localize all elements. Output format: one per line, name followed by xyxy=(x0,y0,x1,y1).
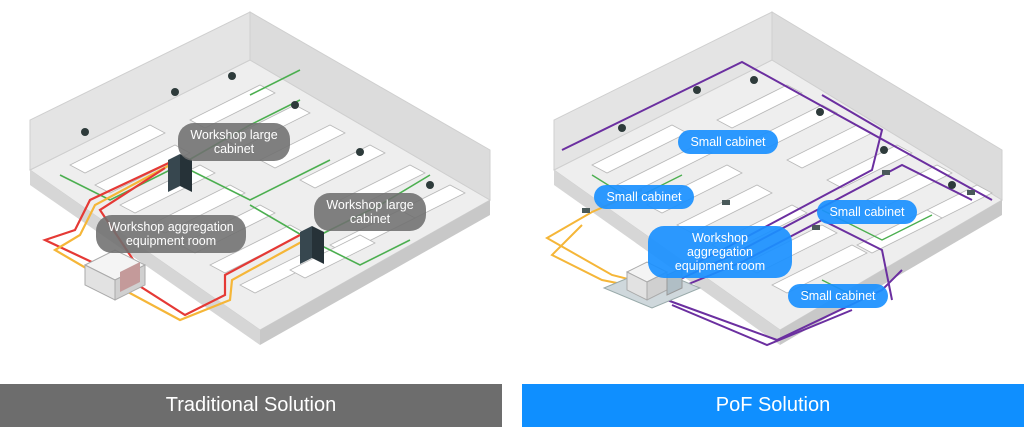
callout-aggregation-room: Workshop aggregation equipment room xyxy=(96,215,246,253)
callout-large-cabinet-top: Workshop large cabinet xyxy=(178,123,290,161)
callout-aggregation-room: Workshop aggregation equipment room xyxy=(648,226,792,278)
aggregation-room-building xyxy=(83,249,147,301)
callout-small-cabinet-left: Small cabinet xyxy=(594,185,694,209)
camera-icons xyxy=(81,72,434,189)
callout-large-cabinet-right: Workshop large cabinet xyxy=(314,193,426,231)
traditional-factory-illustration xyxy=(29,11,492,345)
factory-front-wall-right xyxy=(260,200,490,345)
factory-front-wall-right xyxy=(780,200,1002,345)
factory-front-wall-left xyxy=(30,170,260,345)
pof-solution-label: PoF Solution xyxy=(522,384,1024,427)
callout-small-cabinet-bottom: Small cabinet xyxy=(788,284,888,308)
callout-small-cabinet-right: Small cabinet xyxy=(817,200,917,224)
pof-diagram: Small cabinet Small cabinet Small cabine… xyxy=(522,0,1024,380)
camera-icons xyxy=(618,76,956,189)
aggregation-room-building xyxy=(602,261,702,309)
large-cabinet-right xyxy=(300,226,324,264)
traditional-diagram: Workshop large cabinet Workshop large ca… xyxy=(0,0,512,380)
large-cabinet-top xyxy=(168,154,192,192)
callout-small-cabinet-top: Small cabinet xyxy=(678,130,778,154)
traditional-solution-label: Traditional Solution xyxy=(0,384,502,427)
